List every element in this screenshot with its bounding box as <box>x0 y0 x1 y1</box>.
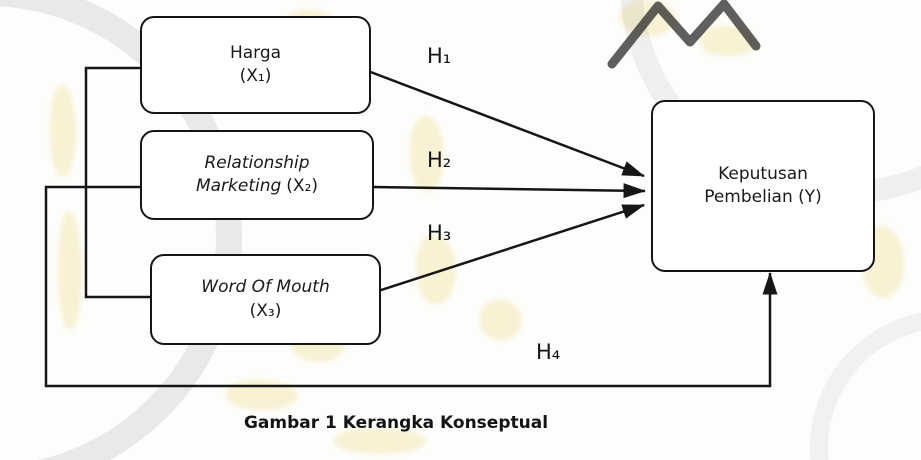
box-word-of-mouth-variable: (X₃) <box>249 300 282 321</box>
box-keputusan-pembelian-title-line1: Keputusan <box>718 163 808 184</box>
box-relationship-marketing-variable: (X₂) <box>286 176 319 196</box>
box-harga: Harga (X₁) <box>140 16 371 114</box>
arrow-h1 <box>367 69 645 178</box>
box-relationship-marketing-title-line1: Relationship <box>204 152 310 173</box>
box-harga-variable: (X₁) <box>239 66 272 86</box>
connector-bracket-left <box>84 66 150 299</box>
box-relationship-marketing: Relationship Marketing (X₂) <box>140 130 374 220</box>
label-h2: H₂ <box>427 148 452 172</box>
box-word-of-mouth-title: Word Of Mouth <box>201 277 330 298</box>
label-h4: H₄ <box>536 340 561 364</box>
box-harga-title: Harga <box>229 42 282 63</box>
label-h1: H₁ <box>427 44 452 68</box>
box-keputusan-pembelian: Keputusan Pembelian (Y) <box>651 100 875 272</box>
arrow-h2 <box>370 183 646 199</box>
box-keputusan-pembelian-title-line2: Pembelian (Y) <box>704 187 822 207</box>
arrow-h4 <box>44 185 778 388</box>
arrow-h3 <box>377 203 645 293</box>
box-relationship-marketing-title-word: Marketing <box>195 176 282 196</box>
label-h3: H₃ <box>427 221 452 245</box>
box-word-of-mouth: Word Of Mouth (X₃) <box>150 254 381 345</box>
figure-caption: Gambar 1 Kerangka Konseptual <box>243 413 549 433</box>
box-relationship-marketing-title-line2: Marketing (X₂) <box>196 175 318 198</box>
